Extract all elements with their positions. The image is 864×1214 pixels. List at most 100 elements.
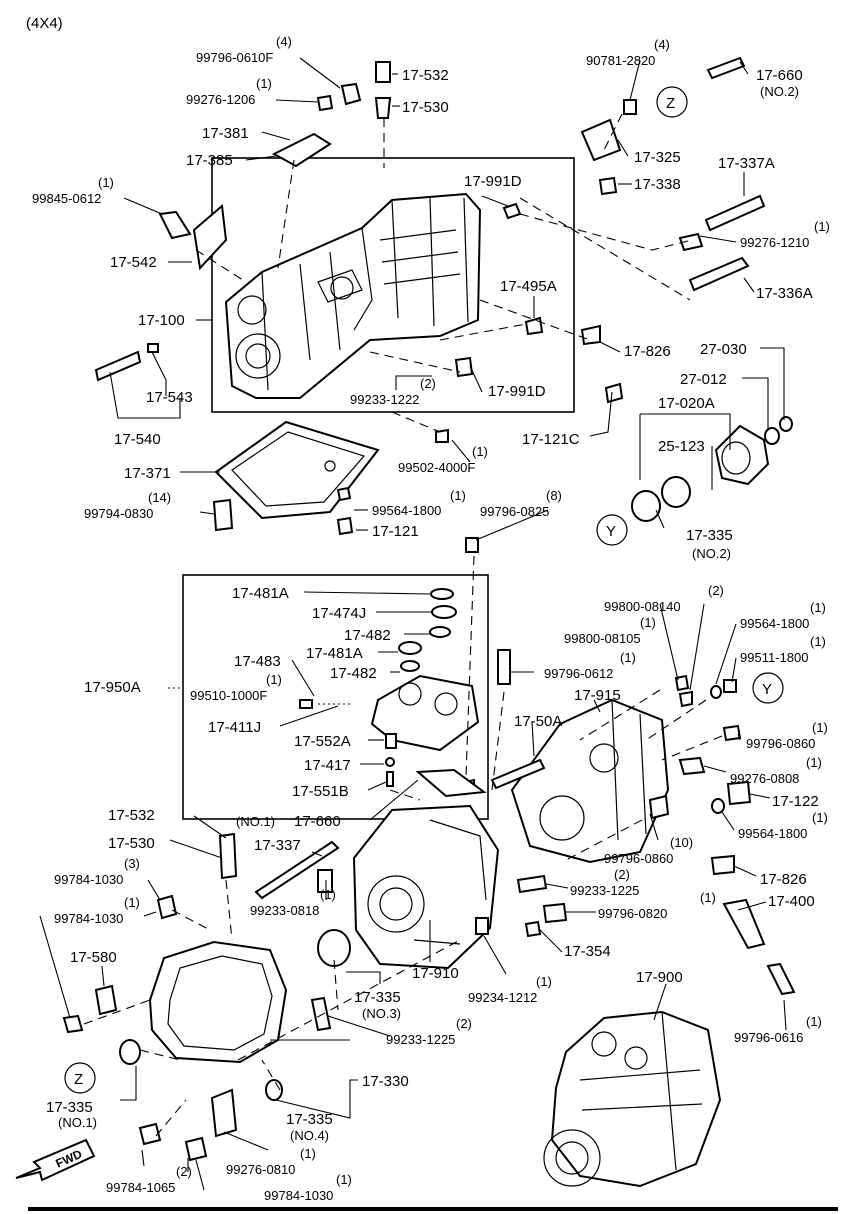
callout-label: (1) xyxy=(620,650,636,665)
callout-label: (1) xyxy=(320,887,336,902)
callout-label: 99794-0830 xyxy=(84,506,153,521)
marker-z-circle-top xyxy=(656,86,688,118)
callout-label: (1) xyxy=(336,1172,352,1187)
callout-label: (1) xyxy=(812,810,828,825)
callout-label: Z xyxy=(666,95,675,112)
callout-label: 99502-4000F xyxy=(398,460,475,475)
callout-label: (1) xyxy=(472,444,488,459)
callout-label: 17-335 xyxy=(46,1099,93,1116)
callout-label: 17-910 xyxy=(412,965,459,982)
callout-label: Z xyxy=(74,1071,83,1088)
callout-label: 17-354 xyxy=(564,943,611,960)
callout-label: (1) xyxy=(814,219,830,234)
callout-label: (1) xyxy=(700,890,716,905)
callout-label: 25-123 xyxy=(658,438,705,455)
middle-case-part xyxy=(352,804,500,970)
callout-label: 99234-1212 xyxy=(468,990,537,1005)
callout-label: 17-417 xyxy=(304,757,351,774)
callout-label: 17-121 xyxy=(372,523,419,540)
callout-label: 17-337 xyxy=(254,837,301,854)
callout-label: 17-122 xyxy=(772,793,819,810)
callout-label: 17-325 xyxy=(634,149,681,166)
callout-label: 17-540 xyxy=(114,431,161,448)
callout-label: 17-335 xyxy=(686,527,733,544)
callout-label: 17-530 xyxy=(402,99,449,116)
callout-label: (1) xyxy=(806,1014,822,1029)
callout-label: 99784-1065 xyxy=(106,1180,175,1195)
callout-label: 17-660 xyxy=(294,813,341,830)
callout-label: 99796-0860 xyxy=(604,851,673,866)
callout-label: 27-012 xyxy=(680,371,727,388)
callout-label: 17-020A xyxy=(658,395,715,412)
control-housing-part xyxy=(299,588,480,787)
callout-label: 17-381 xyxy=(202,125,249,142)
callout-label: (10) xyxy=(670,835,693,850)
callout-label: (1) xyxy=(256,76,272,91)
callout-label: 17-660 xyxy=(756,67,803,84)
callout-label: 17-336A xyxy=(756,285,813,302)
callout-label: 17-551B xyxy=(292,783,349,800)
callout-label: 17-900 xyxy=(636,969,683,986)
callout-label: 17-532 xyxy=(402,67,449,84)
callout-label: 17-495A xyxy=(500,278,557,295)
callout-label: (2) xyxy=(614,867,630,882)
callout-label: (NO.2) xyxy=(760,84,799,99)
callout-label: 17-481A xyxy=(306,645,363,662)
callout-label: 17-482 xyxy=(344,627,391,644)
callout-label: 99796-0610F xyxy=(196,50,273,65)
callout-label: 99796-0616 xyxy=(734,1030,803,1045)
callout-label: (1) xyxy=(810,634,826,649)
callout-label: 17-121C xyxy=(522,431,580,448)
model-variant-label: (4X4) xyxy=(26,15,63,32)
callout-label: (1) xyxy=(536,974,552,989)
callout-label: 99796-0820 xyxy=(598,906,667,921)
callout-label: (1) xyxy=(450,488,466,503)
callout-label: 17-400 xyxy=(768,893,815,910)
marker-y-circle-right xyxy=(596,514,628,546)
callout-label: 17-50A xyxy=(514,713,562,730)
part-callouts: (4) 99796-0610F (1) 99276-1206 17-381 17… xyxy=(32,34,830,1203)
leader-lines xyxy=(39,57,787,1191)
oil-pan-part xyxy=(214,420,380,520)
callout-label: 99796-0612 xyxy=(544,666,613,681)
callout-label: (4) xyxy=(276,34,292,49)
alignment-lines xyxy=(83,113,723,1137)
callout-label: 17-826 xyxy=(624,343,671,360)
callout-label: 17-335 xyxy=(354,989,401,1006)
callout-label: (NO.3) xyxy=(362,1006,401,1021)
callout-label: (1) xyxy=(266,672,282,687)
callout-label: 90781-2820 xyxy=(586,53,655,68)
callout-label: 17-411J xyxy=(208,719,261,736)
callout-label: 17-481A xyxy=(232,585,289,602)
marker-y-circle-mid xyxy=(752,672,784,704)
callout-label: 27-030 xyxy=(700,341,747,358)
rear-case-part xyxy=(510,698,670,864)
transfer-case-housing-part xyxy=(224,192,482,399)
callout-label: 99564-1800 xyxy=(738,826,807,841)
callout-label: (1) xyxy=(812,720,828,735)
callout-label: 99511-1800 xyxy=(740,650,808,665)
callout-label: (2) xyxy=(176,1164,192,1179)
callout-label: 99276-1206 xyxy=(186,92,255,107)
callout-label: (14) xyxy=(148,490,171,505)
callout-label: (1) xyxy=(806,755,822,770)
callout-label: (NO.2) xyxy=(692,546,731,561)
fwd-arrow-icon: FWD xyxy=(15,1138,96,1182)
callout-label: (1) xyxy=(640,615,656,630)
callout-label: 99784-1030 xyxy=(264,1188,333,1203)
callout-label: 17-338 xyxy=(634,176,681,193)
control-housing-group-box xyxy=(182,574,489,820)
callout-label: 17-543 xyxy=(146,389,193,406)
callout-label: 17-552A xyxy=(294,733,351,750)
callout-label: (3) xyxy=(124,856,140,871)
callout-label: (1) xyxy=(98,175,114,190)
callout-label: 17-530 xyxy=(108,835,155,852)
callout-label: 17-482 xyxy=(330,665,377,682)
hardware-parts xyxy=(62,56,796,1162)
callout-label: 17-915 xyxy=(574,687,621,704)
callout-label: 99276-0810 xyxy=(226,1162,295,1177)
callout-label: (NO.1) xyxy=(236,814,275,829)
callout-label: (4) xyxy=(654,37,670,52)
callout-label: 17-950A xyxy=(84,679,141,696)
